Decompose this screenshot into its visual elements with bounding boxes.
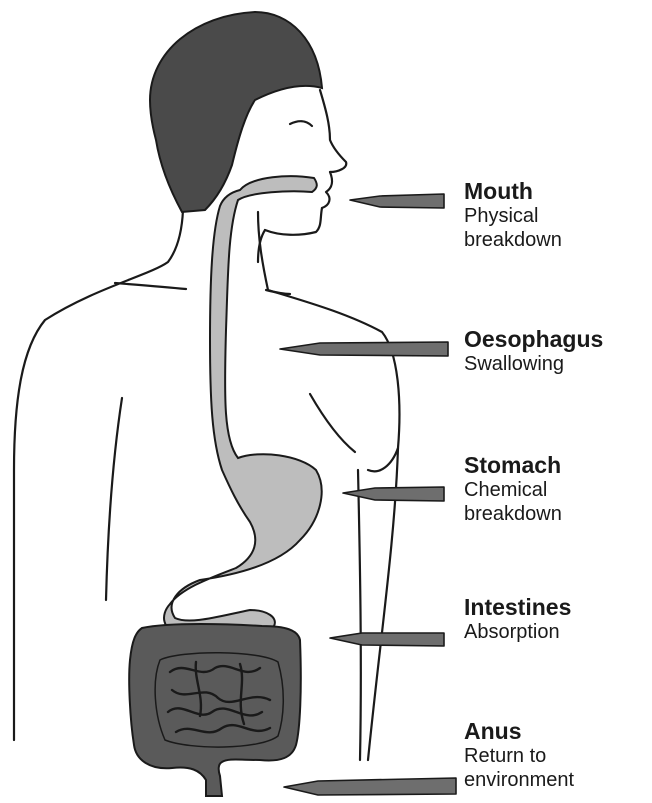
label-stomach: Stomach Chemical breakdown — [464, 452, 562, 526]
label-anus-desc-line1: Return to — [464, 745, 574, 769]
arrow-mouth — [350, 194, 444, 208]
label-anus-title: Anus — [464, 718, 574, 745]
label-mouth-desc-line1: Physical — [464, 205, 562, 229]
label-anus: Anus Return to environment — [464, 718, 574, 792]
label-stomach-desc-line1: Chemical — [464, 479, 562, 503]
label-mouth-title: Mouth — [464, 178, 562, 205]
label-intestines-desc: Absorption — [464, 621, 571, 645]
label-stomach-desc-line2: breakdown — [464, 503, 562, 527]
label-anus-desc-line2: environment — [464, 769, 574, 793]
label-mouth: Mouth Physical breakdown — [464, 178, 562, 252]
digestive-tract — [164, 176, 322, 635]
label-oesophagus-desc: Swallowing — [464, 353, 603, 377]
arrow-intestines — [330, 633, 444, 646]
label-intestines: Intestines Absorption — [464, 594, 571, 645]
label-oesophagus-title: Oesophagus — [464, 326, 603, 353]
label-mouth-desc-line2: breakdown — [464, 229, 562, 253]
label-intestines-title: Intestines — [464, 594, 571, 621]
label-oesophagus: Oesophagus Swallowing — [464, 326, 603, 377]
arrow-oesophagus — [280, 342, 448, 356]
arrow-anus — [284, 778, 456, 795]
label-stomach-title: Stomach — [464, 452, 562, 479]
